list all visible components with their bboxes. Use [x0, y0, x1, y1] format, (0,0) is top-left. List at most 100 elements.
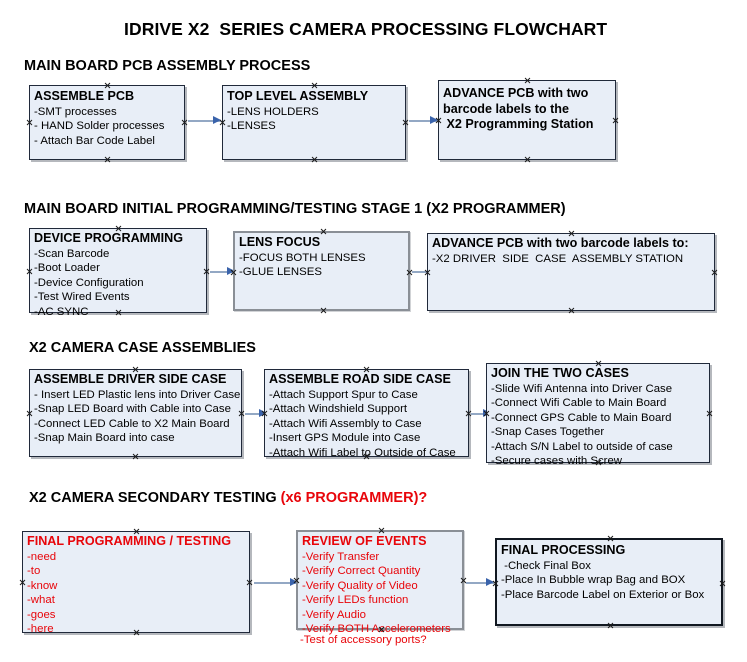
- section-header-1-text: MAIN BOARD PCB ASSEMBLY PROCESS: [24, 58, 311, 74]
- box-line: -Verify LEDs function: [302, 594, 409, 607]
- connector-handle-right[interactable]: [238, 410, 245, 417]
- connector-handle-bottom[interactable]: [104, 156, 111, 163]
- box-title: ASSEMBLE DRIVER SIDE CASE: [34, 372, 227, 386]
- box-advance-pcb-driver-side-station[interactable]: ADVANCE PCB with two barcode labels to: …: [427, 233, 715, 311]
- box-line: -Verify Transfer: [302, 550, 380, 563]
- box-line: -Attach S/N Label to outside of case: [491, 440, 673, 453]
- arrow-final-programming-to-review-of-events: [254, 578, 298, 587]
- box-line: - Insert LED Plastic lens into Driver Ca…: [34, 388, 241, 401]
- box-line: -LENSES: [227, 120, 276, 133]
- box-title: FINAL PROCESSING: [501, 543, 626, 557]
- box-line: - HAND Solder processes: [34, 120, 165, 133]
- connector-handle-top[interactable]: [320, 228, 327, 235]
- box-title: DEVICE PROGRAMMING: [34, 231, 184, 245]
- section-header-4: X2 CAMERA SECONDARY TESTING (x6 PROGRAMM…: [29, 490, 427, 506]
- connector-handle-top[interactable]: [104, 82, 111, 89]
- box-line: -Secure cases with Screw: [491, 455, 623, 468]
- box-join-the-two-cases[interactable]: JOIN THE TWO CASES -Slide Wifi Antenna i…: [486, 363, 713, 467]
- box-advance-pcb-programming-station[interactable]: ADVANCE PCB with two barcode labels to t…: [438, 80, 616, 160]
- section-header-2: MAIN BOARD INITIAL PROGRAMMING/TESTING S…: [24, 201, 566, 217]
- connector-handle-left[interactable]: [26, 410, 33, 417]
- connector-handle-right[interactable]: [246, 579, 253, 586]
- box-line: -need: [27, 550, 57, 563]
- connector-handle-bottom[interactable]: [311, 156, 318, 163]
- arrow-top-level-to-advance-pcb: [409, 116, 438, 125]
- section-header-3-text: X2 CAMERA CASE ASSEMBLIES: [29, 340, 256, 356]
- box-final-programming-testing[interactable]: FINAL PROGRAMMING / TESTING -need -to -k…: [19, 531, 253, 635]
- box-overflow-line: -Test of accessory ports?: [300, 634, 427, 646]
- box-top-level-assembly[interactable]: TOP LEVEL ASSEMBLY -LENS HOLDERS -LENSES: [222, 85, 406, 160]
- section-header-4-red-text: (x6 PROGRAMMER)?: [280, 490, 428, 506]
- box-line: -Snap Cases Together: [491, 426, 605, 439]
- connector-handle-right[interactable]: [203, 268, 210, 275]
- box-device-programming[interactable]: DEVICE PROGRAMMING -Scan Barcode -Boot L…: [26, 228, 210, 318]
- box-lens-focus[interactable]: LENS FOCUS -FOCUS BOTH LENSES -GLUE LENS…: [233, 231, 410, 311]
- box-line: X2 Programming Station: [443, 117, 594, 131]
- connector-handle-left[interactable]: [26, 268, 33, 275]
- connector-handle-right[interactable]: [181, 119, 188, 126]
- box-line: -Check Final Box: [501, 559, 591, 572]
- box-line: -Verify Correct Quantity: [302, 565, 421, 578]
- connector-handle-right[interactable]: [706, 410, 713, 417]
- connector-handle-bottom[interactable]: [524, 156, 531, 163]
- box-line: -to: [27, 565, 41, 578]
- box-line: -Verify BOTH Accelerometers: [302, 623, 451, 636]
- box-line: -know: [27, 579, 58, 592]
- box-line: -Snap LED Board with Cable into Case: [34, 403, 231, 416]
- connector-handle-left[interactable]: [26, 119, 33, 126]
- connector-handle-top[interactable]: [378, 527, 385, 534]
- arrow-driver-case-to-road-case: [245, 409, 267, 418]
- box-line: -Attach Windshield Support: [269, 403, 408, 416]
- section-header-3: X2 CAMERA CASE ASSEMBLIES: [29, 340, 256, 356]
- connector-handle-top[interactable]: [311, 82, 318, 89]
- box-assemble-pcb[interactable]: ASSEMBLE PCB -SMT processes - HAND Solde…: [29, 85, 185, 160]
- box-title: ASSEMBLE ROAD SIDE CASE: [269, 372, 451, 386]
- section-header-2-text: MAIN BOARD INITIAL PROGRAMMING/TESTING S…: [24, 201, 566, 217]
- connector-handle-left[interactable]: [19, 579, 26, 586]
- box-line: -Verify Quality of Video: [302, 579, 418, 592]
- box-line: -Attach Wifi Label to Outside of Case: [269, 446, 456, 459]
- page-title: IDRIVE X2 SERIES CAMERA PROCESSING FLOWC…: [124, 19, 608, 39]
- arrow-review-of-events-to-final-processing: [466, 578, 494, 587]
- connector-handle-top[interactable]: [524, 77, 531, 84]
- connector-handle-right[interactable]: [402, 119, 409, 126]
- connector-handle-right[interactable]: [719, 580, 726, 587]
- connector-handle-bottom[interactable]: [132, 453, 139, 460]
- connector-handle-right[interactable]: [612, 117, 619, 124]
- box-line: -SMT processes: [34, 105, 117, 118]
- box-final-processing[interactable]: FINAL PROCESSING -Check Final Box -Place…: [495, 538, 723, 626]
- box-line: -Insert GPS Module into Case: [269, 432, 421, 445]
- box-assemble-driver-side-case[interactable]: ASSEMBLE DRIVER SIDE CASE - Insert LED P…: [29, 369, 242, 457]
- box-line: -GLUE LENSES: [239, 266, 322, 279]
- box-line: -LENS HOLDERS: [227, 105, 319, 118]
- box-line: -Attach Support Spur to Case: [269, 388, 418, 401]
- box-title: JOIN THE TWO CASES: [491, 366, 629, 380]
- box-line: -Device Configuration: [34, 276, 144, 289]
- box-title: LENS FOCUS: [239, 235, 321, 249]
- box-line: -Slide Wifi Antenna into Driver Case: [491, 382, 673, 395]
- connector-handle-bottom[interactable]: [568, 307, 575, 314]
- connector-handle-right[interactable]: [711, 269, 718, 276]
- box-line: barcode labels to the: [443, 101, 569, 116]
- connector-handle-top[interactable]: [607, 535, 614, 542]
- box-line: -Snap Main Board into case: [34, 432, 175, 445]
- box-line: -Attach Wifi Assembly to Case: [269, 417, 422, 430]
- box-line: -AC SYNC: [34, 305, 89, 318]
- box-title: ASSEMBLE PCB: [34, 89, 135, 103]
- box-review-of-events[interactable]: REVIEW OF EVENTS -Verify Transfer -Verif…: [296, 527, 464, 646]
- box-line: -Connect GPS Cable to Main Board: [491, 411, 672, 424]
- box-title: ADVANCE PCB with two: [443, 86, 589, 100]
- box-title: FINAL PROGRAMMING / TESTING: [27, 534, 232, 548]
- connector-handle-bottom[interactable]: [607, 622, 614, 629]
- box-line: -Place Barcode Label on Exterior or Box: [501, 588, 705, 601]
- box-line: -goes: [27, 608, 56, 621]
- box-line: -Place In Bubble wrap Bag and BOX: [501, 574, 686, 587]
- box-assemble-road-side-case[interactable]: ASSEMBLE ROAD SIDE CASE -Attach Support …: [264, 369, 469, 459]
- box-line: -Test Wired Events: [34, 291, 130, 304]
- box-title: REVIEW OF EVENTS: [302, 534, 427, 548]
- box-line: -X2 DRIVER SIDE CASE ASSEMBLY STATION: [432, 252, 684, 265]
- box-line: -FOCUS BOTH LENSES: [239, 251, 366, 264]
- connector-handle-bottom[interactable]: [320, 307, 327, 314]
- box-line: -Verify Audio: [302, 608, 366, 621]
